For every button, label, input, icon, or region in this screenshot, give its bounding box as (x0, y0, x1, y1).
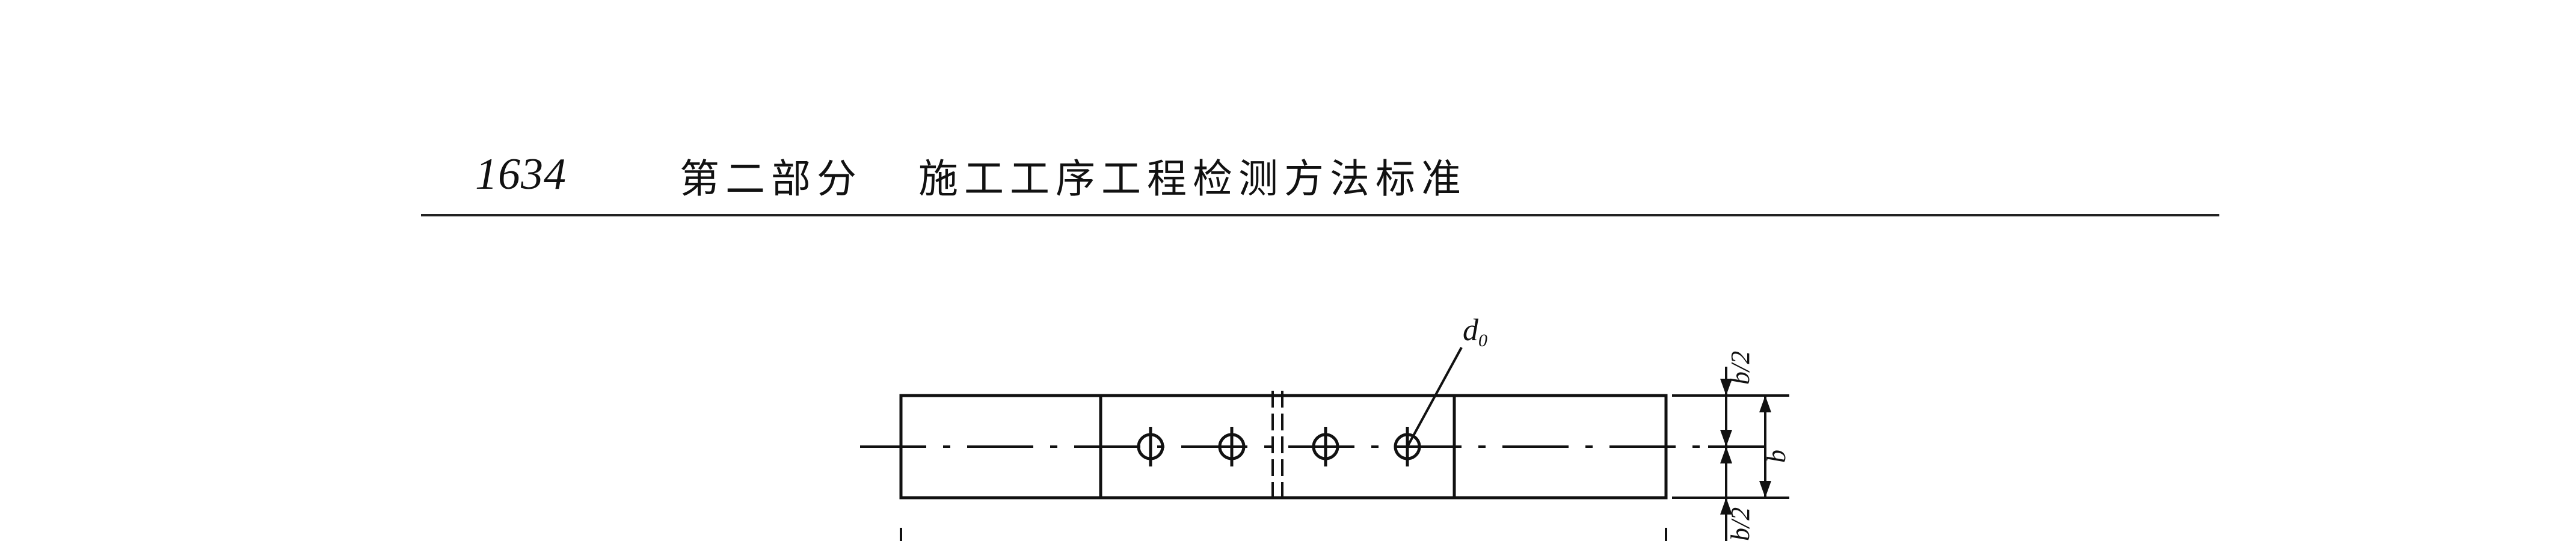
dim-label-half-top: b/2 (1726, 351, 1755, 385)
hole-diameter-label: d0 (1463, 313, 1487, 350)
bolt-hole (1137, 427, 1164, 466)
dim-label-half-bottom: b/2 (1726, 507, 1755, 541)
hole-leader (1406, 347, 1463, 447)
bolt-hole (1312, 427, 1339, 466)
header-rule (421, 214, 2219, 216)
running-title: 第二部分 施工工序工程检测方法标准 (680, 147, 1467, 204)
arrow-b-up (1759, 396, 1771, 412)
dim-label-full: b (1762, 450, 1791, 463)
arrow-half-down (1720, 430, 1732, 447)
arrow-top-up (1720, 379, 1732, 396)
page-number: 1634 (475, 150, 567, 199)
page-header: 1634 第二部分 施工工序工程检测方法标准 (421, 138, 2219, 216)
chapter-title: 施工工序工程检测方法标准 (918, 156, 1467, 202)
arrow-half-up (1720, 447, 1732, 463)
bolt-hole (1218, 427, 1246, 466)
section-label: 第二部分 (680, 156, 862, 202)
arrow-b-down (1759, 481, 1771, 498)
arrow-bottom-down (1720, 498, 1732, 515)
